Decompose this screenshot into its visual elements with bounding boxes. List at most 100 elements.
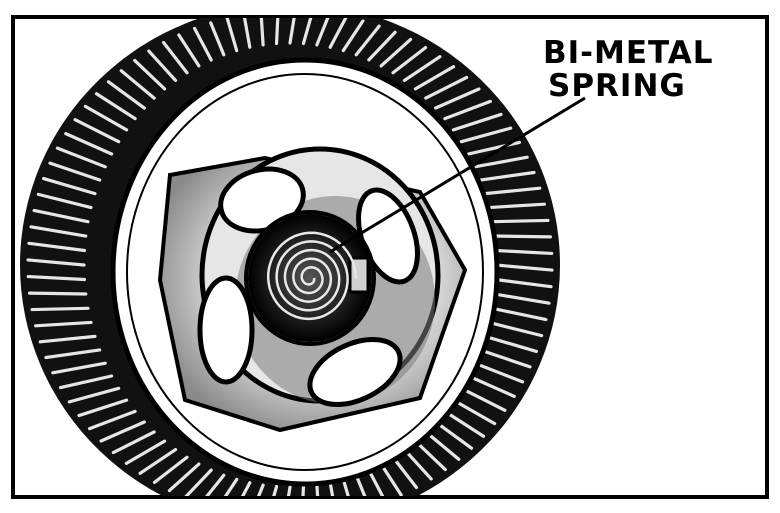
cooling-fin xyxy=(391,455,419,490)
spring-pit-rim xyxy=(244,210,376,346)
cooling-fin xyxy=(256,483,265,496)
cooling-fin xyxy=(27,241,87,253)
cooling-fin xyxy=(487,320,544,338)
cooling-fin xyxy=(133,58,167,91)
cooling-fin xyxy=(88,409,137,431)
cooling-fin xyxy=(106,80,146,110)
cooling-fin xyxy=(28,291,88,296)
cooling-fin xyxy=(223,477,239,496)
cooling-fin xyxy=(38,334,97,344)
cooling-fin xyxy=(26,274,87,282)
cooling-fin xyxy=(77,398,129,418)
cooling-fin xyxy=(67,386,121,404)
cooling-fin xyxy=(274,18,280,46)
cooling-fin xyxy=(288,18,296,45)
cooling-fin xyxy=(354,473,367,496)
cooling-fin xyxy=(26,258,86,267)
cooling-fin xyxy=(379,37,413,68)
hub-window-left xyxy=(197,275,255,385)
cooling-fin xyxy=(73,118,121,144)
cooling-fin xyxy=(402,447,433,481)
cooling-fin xyxy=(341,477,350,496)
cooling-fin xyxy=(205,473,226,496)
cooling-fin xyxy=(367,468,385,496)
callout-label-line2: SPRING xyxy=(548,68,686,104)
cooling-fin xyxy=(209,21,226,57)
cooling-fin xyxy=(483,334,538,354)
cooling-fin xyxy=(286,485,292,496)
callout-label: BI-METAL SPRING xyxy=(543,35,725,104)
cooling-fin xyxy=(301,484,306,496)
cooling-fin xyxy=(493,277,553,289)
cooling-fin xyxy=(147,49,178,83)
wheel-face-inner-ring xyxy=(126,73,484,471)
cooling-fin xyxy=(424,75,469,100)
cooling-fin xyxy=(443,99,492,121)
cooling-fin xyxy=(301,18,313,46)
cooling-fin xyxy=(434,420,474,450)
cooling-fin xyxy=(55,146,107,169)
cooling-fin xyxy=(240,481,252,496)
cooling-fin xyxy=(138,447,178,475)
cooling-fin xyxy=(493,248,554,256)
cooling-fin xyxy=(42,176,97,196)
cooling-fin xyxy=(184,468,213,496)
cooling-fin xyxy=(83,104,129,132)
cooling-fin xyxy=(64,132,114,156)
cooling-fin xyxy=(478,348,532,369)
cooling-fin xyxy=(328,18,348,49)
cooling-fin xyxy=(492,292,551,305)
cooling-fin xyxy=(34,320,93,328)
cooling-fin xyxy=(490,306,548,322)
cooling-fin xyxy=(473,155,529,169)
cooling-fin xyxy=(315,18,330,47)
cooling-fin xyxy=(225,18,239,53)
cooling-fin xyxy=(272,484,279,496)
cooling-fin xyxy=(99,420,146,443)
cooling-fin xyxy=(259,18,265,47)
cooling-fin xyxy=(413,65,456,91)
cooling-fin xyxy=(483,186,542,196)
cooling-fin xyxy=(367,30,397,62)
cooling-fin xyxy=(490,218,550,224)
cooling-fin xyxy=(492,234,552,239)
cooling-fin xyxy=(44,348,102,360)
cooling-fin xyxy=(459,126,513,144)
cooling-fin xyxy=(36,192,93,210)
cooling-fin xyxy=(466,374,516,398)
cooling-fin xyxy=(152,455,189,484)
cooling-fin xyxy=(177,33,201,68)
cooling-fin xyxy=(119,69,156,100)
cooling-fin xyxy=(487,202,546,210)
cooling-fin xyxy=(341,19,365,53)
cooling-fin xyxy=(111,430,156,455)
cooling-fin xyxy=(424,430,461,461)
callout-label-line1: BI-METAL xyxy=(543,35,714,71)
callout-leader-line xyxy=(329,96,586,254)
cooling-fin xyxy=(354,24,381,57)
cooling-fin xyxy=(402,55,442,83)
cooling-fin xyxy=(32,208,90,224)
cooling-fin xyxy=(167,462,201,493)
cooling-fin xyxy=(58,374,114,390)
cooling-fin xyxy=(192,26,213,62)
cooling-fin xyxy=(478,170,536,182)
cooling-fin xyxy=(328,481,335,496)
cooling-fin xyxy=(434,87,481,110)
wheel-assembly xyxy=(20,18,560,496)
cooling-fin xyxy=(379,462,403,496)
cooling-fin xyxy=(48,161,102,182)
cooling-fin xyxy=(391,46,428,75)
cooling-fin xyxy=(124,439,167,465)
cooling-fin xyxy=(413,439,447,472)
hub-window-bottom xyxy=(307,337,403,407)
cooling-fin xyxy=(29,225,88,238)
cooling-fin xyxy=(30,306,90,312)
cooling-fin xyxy=(451,112,503,132)
cooling-fin xyxy=(443,409,486,438)
cooling-fin xyxy=(161,40,189,75)
cooling-fin xyxy=(451,398,497,426)
bimetal-spring-coil xyxy=(266,231,358,321)
